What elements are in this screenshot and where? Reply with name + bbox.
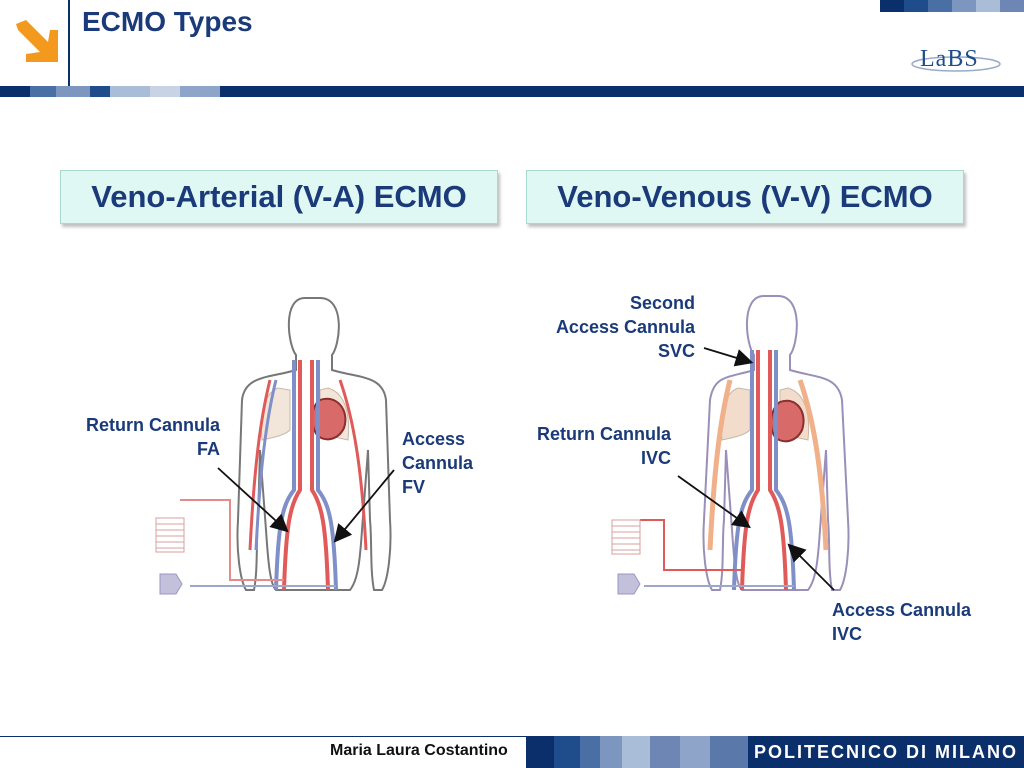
vv-second-label-line3: SVC: [657, 341, 695, 361]
vv-return-arrow: [677, 475, 751, 529]
vv-return-label-line2: IVC: [640, 448, 671, 468]
vv-access-label: Access Cannula IVC: [832, 598, 1002, 646]
arrow-down-right-icon: [12, 18, 60, 68]
top-color-strip: [880, 0, 1024, 12]
va-access-label: Access Cannula FV: [402, 427, 492, 499]
va-return-label-line1: Return Cannula: [85, 415, 220, 435]
va-access-label-line2: Cannula: [402, 453, 474, 473]
footer-divider: [0, 736, 530, 737]
logo-area: [0, 0, 70, 86]
va-return-label-line2: FA: [196, 439, 220, 459]
slide-title: ECMO Types: [82, 6, 253, 37]
labs-logo-icon: [911, 56, 1001, 72]
va-access-label-line1: Access: [402, 429, 466, 449]
va-access-arrow: [333, 469, 395, 543]
footer-color-band: [526, 736, 1024, 768]
footer-author: Maria Laura Costantino: [330, 742, 508, 759]
vv-access-label-line2: IVC: [832, 624, 863, 644]
header-color-band: [0, 86, 1024, 97]
va-ecmo-heading: Veno-Arterial (V-A) ECMO: [60, 170, 498, 224]
labs-logo-text: LaBS: [920, 46, 979, 72]
vv-second-label: Second Access Cannula SVC: [520, 291, 695, 363]
vv-return-label-line1: Return Cannula: [536, 424, 671, 444]
vv-access-arrow: [787, 543, 835, 591]
vv-return-label: Return Cannula IVC: [510, 422, 671, 470]
vv-ecmo-heading: Veno-Venous (V-V) ECMO: [526, 170, 964, 224]
footer-institution: POLITECNICO DI MILANO: [748, 736, 1024, 768]
va-return-arrow: [217, 467, 289, 533]
vv-second-label-line2: Access Cannula: [555, 317, 695, 337]
va-access-label-line3: FV: [402, 477, 426, 497]
vv-access-label-line1: Access Cannula: [832, 600, 972, 620]
vv-second-label-line1: Second: [629, 293, 695, 313]
va-return-label: Return Cannula FA: [60, 413, 220, 461]
vv-second-arrow: [703, 347, 754, 367]
